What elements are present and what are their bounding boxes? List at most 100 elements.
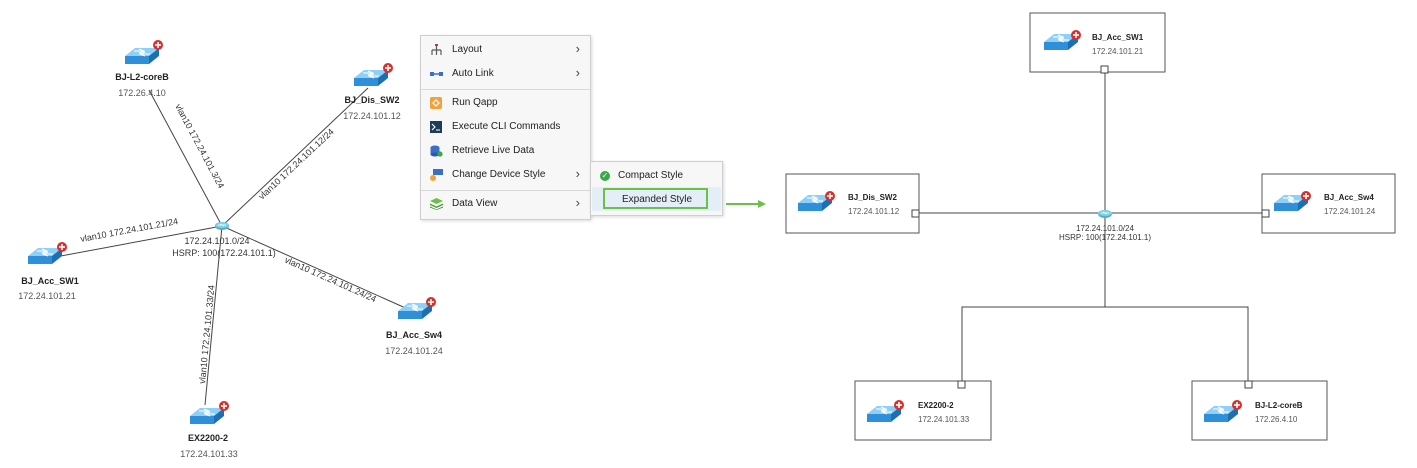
node-name: BJ_Acc_Sw4 — [1324, 193, 1374, 202]
menu-item-layout[interactable]: Layout › — [421, 39, 590, 61]
right-hub-network: 172.24.101.0/24 — [1076, 224, 1134, 233]
cli-icon — [430, 121, 442, 133]
node-name: EX2200-2 — [188, 433, 228, 443]
menu-item-label: Execute CLI Commands — [452, 121, 561, 132]
right-node-ex2200[interactable]: EX2200-2 172.24.101.33 — [854, 380, 992, 441]
switch-icon — [353, 69, 389, 87]
chevron-right-icon: › — [575, 65, 580, 80]
node-ip: 172.24.101.24 — [1324, 207, 1376, 216]
badge-icon — [1232, 400, 1242, 410]
link-label-coreb: vlan10 172.24.101.3/24 — [173, 102, 226, 190]
node-name: BJ_Acc_SW1 — [1092, 33, 1144, 42]
right-node-acc-sw1[interactable]: BJ_Acc_SW1 172.24.101.21 — [1029, 12, 1166, 74]
right-hub[interactable]: 172.24.101.0/24 HSRP: 100(172.24.101.1) — [1059, 209, 1151, 242]
left-hub-network: 172.24.101.0/24 — [184, 236, 249, 246]
badge-icon — [426, 297, 436, 307]
node-name: BJ_Dis_SW2 — [848, 193, 897, 202]
menu-divider — [421, 89, 590, 90]
left-node-ex2200[interactable]: EX2200-2 172.24.101.33 — [180, 401, 238, 459]
submenu-item-compact-style[interactable]: ✓ Compact Style — [591, 165, 722, 187]
right-links — [919, 72, 1266, 381]
port-square — [1100, 65, 1109, 74]
link-acc-sw1 — [49, 225, 223, 259]
switch-icon — [189, 407, 225, 425]
chevron-right-icon: › — [575, 166, 580, 181]
port-square — [1244, 380, 1253, 389]
layout-icon — [431, 44, 442, 55]
hub-icon — [1097, 209, 1113, 219]
switch-icon — [27, 247, 63, 265]
auto-link-icon — [430, 72, 443, 76]
badge-icon — [825, 191, 835, 201]
node-name: BJ_Acc_Sw4 — [386, 330, 442, 340]
link-coreb — [148, 89, 223, 227]
menu-item-label: Change Device Style — [452, 169, 546, 180]
menu-divider — [421, 190, 590, 191]
menu-item-retrieve-live-data[interactable]: Retrieve Live Data — [421, 140, 590, 162]
link-dis-sw2 — [221, 87, 369, 227]
link-label-ex2200: vlan10 172.24.101.33/24 — [197, 285, 216, 385]
node-ip: 172.24.101.12 — [343, 111, 401, 121]
link-label-acc-sw1: vlan10 172.24.101.21/24 — [80, 216, 179, 244]
device-style-submenu: ✓ Compact Style Expanded Style — [590, 161, 723, 216]
menu-item-execute-cli[interactable]: Execute CLI Commands — [421, 116, 590, 138]
submenu-item-label: Expanded Style — [622, 194, 693, 205]
badge-icon — [383, 63, 393, 73]
menu-item-run-qapp[interactable]: Run Qapp — [421, 92, 590, 114]
node-name: EX2200-2 — [918, 401, 954, 410]
left-node-coreb[interactable]: BJ-L2-coreB 172.26.4.10 — [115, 40, 169, 98]
left-hub[interactable]: 172.24.101.0/24 HSRP: 100(172.24.101.1) — [172, 221, 276, 258]
left-node-dis-sw2[interactable]: BJ_Dis_SW2 172.24.101.12 — [343, 63, 401, 121]
menu-item-label: Retrieve Live Data — [452, 145, 535, 156]
left-links — [49, 87, 411, 406]
menu-item-label: Data View — [452, 198, 498, 209]
node-name: BJ-L2-coreB — [1255, 401, 1303, 410]
left-hub-hsrp: HSRP: 100(172.24.101.1) — [172, 248, 276, 258]
data-view-icon — [430, 198, 443, 210]
left-node-acc-sw1[interactable]: BJ_Acc_SW1 172.24.101.21 — [18, 242, 79, 301]
chevron-right-icon: › — [575, 41, 580, 56]
submenu-item-expanded-style[interactable]: Expanded Style — [591, 189, 722, 211]
right-node-coreb[interactable]: BJ-L2-coreB 172.26.4.10 — [1191, 380, 1328, 441]
badge-icon — [57, 242, 67, 252]
menu-item-change-device-style[interactable]: Change Device Style › — [421, 164, 590, 186]
expanded-style-highlight-box — [603, 188, 708, 209]
menu-item-label: Auto Link — [452, 68, 494, 79]
right-node-acc-sw4[interactable]: BJ_Acc_Sw4 172.24.101.24 — [1261, 173, 1396, 234]
node-ip: 172.26.4.10 — [118, 88, 166, 98]
right-node-dis-sw2[interactable]: BJ_Dis_SW2 172.24.101.12 — [785, 173, 920, 234]
node-name: BJ-L2-coreB — [115, 72, 169, 82]
chevron-right-icon: › — [575, 195, 580, 210]
node-ip: 172.24.101.21 — [1092, 47, 1144, 56]
node-ip: 172.24.101.12 — [848, 207, 900, 216]
menu-item-label: Run Qapp — [452, 97, 498, 108]
node-ip: 172.26.4.10 — [1255, 415, 1298, 424]
badge-icon — [153, 40, 163, 50]
menu-item-auto-link[interactable]: Auto Link › — [421, 63, 590, 85]
transition-arrow-icon — [726, 200, 766, 208]
badge-icon — [219, 401, 229, 411]
node-ip: 172.24.101.21 — [18, 291, 76, 301]
badge-icon — [894, 400, 904, 410]
link-label-acc-sw4: vlan10 172.24.101.24/24 — [283, 255, 378, 304]
node-name: BJ_Acc_SW1 — [21, 276, 79, 286]
node-name: BJ_Dis_SW2 — [344, 95, 399, 105]
badge-icon — [1071, 30, 1081, 40]
node-ip: 172.24.101.24 — [385, 346, 443, 356]
check-icon: ✓ — [600, 171, 610, 181]
link-label-dis-sw2: vlan10 172.24.101.12/24 — [257, 127, 336, 202]
badge-icon — [1301, 191, 1311, 201]
port-square — [1261, 209, 1270, 218]
link-ex2200 — [204, 225, 223, 406]
right-hub-hsrp: HSRP: 100(172.24.101.1) — [1059, 233, 1151, 242]
submenu-item-label: Compact Style — [618, 170, 684, 181]
link-acc-sw4 — [221, 225, 411, 311]
port-square — [957, 380, 966, 389]
port-square — [911, 209, 920, 218]
hub-icon — [214, 221, 230, 231]
node-ip: 172.24.101.33 — [918, 415, 970, 424]
context-menu: Layout › Auto Link › Run Qapp Execute CL… — [420, 35, 591, 220]
menu-item-data-view[interactable]: Data View › — [421, 193, 590, 215]
left-node-acc-sw4[interactable]: BJ_Acc_Sw4 172.24.101.24 — [385, 297, 443, 356]
